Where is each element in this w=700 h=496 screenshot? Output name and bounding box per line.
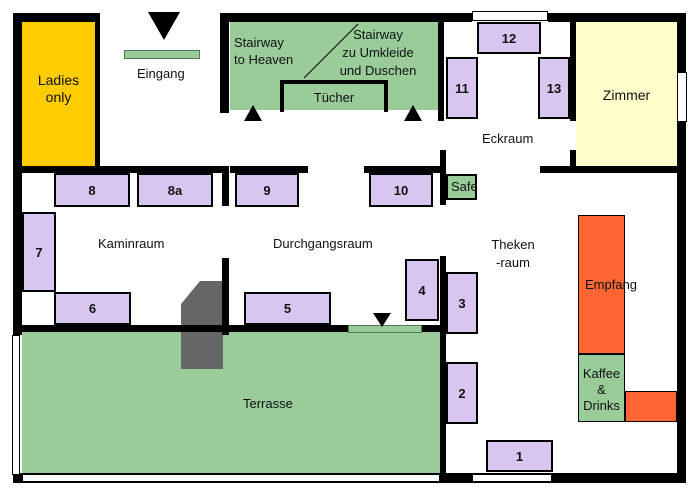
locker-6[interactable]: 6 xyxy=(54,292,131,325)
window-top xyxy=(472,11,548,21)
window-bottom xyxy=(22,474,440,482)
locker-3[interactable]: 3 xyxy=(446,272,478,334)
stair-right-arrow-icon xyxy=(404,105,422,121)
locker-11[interactable]: 11 xyxy=(446,57,478,119)
stairway-heaven-label: Stairway to Heaven xyxy=(234,35,294,67)
window-right xyxy=(677,72,687,122)
window-left-lower xyxy=(12,335,20,475)
locker-4[interactable]: 4 xyxy=(405,259,439,321)
empfang-label: Empfang xyxy=(585,277,638,292)
outer-wall-top-right xyxy=(548,13,686,22)
wall-stairs-right xyxy=(438,13,444,121)
wall-kamin-durchgang-bottom xyxy=(222,258,229,335)
terrasse-arrow-icon xyxy=(373,313,391,327)
wall-ladies-right xyxy=(95,13,100,167)
entrance-arrow-icon xyxy=(148,12,180,40)
stairway-area xyxy=(230,22,438,110)
ladies-room xyxy=(22,22,95,167)
locker-9[interactable]: 9 xyxy=(235,173,299,207)
locker-8[interactable]: 8 xyxy=(54,173,130,207)
safe-label: Safe xyxy=(451,179,478,194)
zimmer-room xyxy=(576,22,677,167)
wall-upper-right xyxy=(364,166,444,173)
wall-upper-mid xyxy=(230,166,308,173)
wall-zimmer-left-low xyxy=(570,150,576,170)
durchgangsraum-label: Durchgangsraum xyxy=(273,236,373,251)
locker-1[interactable]: 1 xyxy=(486,440,553,472)
wall-stairs-left xyxy=(220,13,229,113)
terrasse-area xyxy=(22,331,440,473)
outer-wall-top-left xyxy=(13,13,99,22)
entrance-door[interactable] xyxy=(124,50,200,59)
wall-terrasse-top-right xyxy=(422,325,444,332)
window-bottom-right xyxy=(472,474,552,482)
safe-box xyxy=(446,174,477,200)
stair-left-arrow-icon xyxy=(244,105,262,121)
tuecher-box xyxy=(280,80,388,112)
locker-7[interactable]: 7 xyxy=(22,212,56,292)
wall-zimmer-left xyxy=(570,13,576,121)
locker-2[interactable]: 2 xyxy=(446,362,478,424)
outer-wall-right xyxy=(677,13,686,483)
eckraum-label: Eckraum xyxy=(482,131,534,146)
terrasse-door[interactable] xyxy=(348,325,422,333)
wall-theken-left-bottom xyxy=(440,256,446,473)
kaminraum-label: Kaminraum xyxy=(98,236,165,251)
locker-5[interactable]: 5 xyxy=(244,292,331,325)
locker-8a[interactable]: 8a xyxy=(137,173,213,207)
wall-terrasse-top xyxy=(13,325,348,332)
empfang-counter-extension xyxy=(625,391,677,422)
ladies-label: Ladies only xyxy=(37,72,80,105)
wall-theken-left-top xyxy=(440,150,446,205)
locker-10[interactable]: 10 xyxy=(369,173,433,207)
zimmer-label: Zimmer xyxy=(602,87,651,103)
stairway-divider xyxy=(303,23,359,79)
kaffee-label: Kaffee & Drinks xyxy=(582,366,621,413)
stairway-umkleide-label: Stairway zu Umkleide und Duschen xyxy=(339,27,417,78)
wall-upper-left xyxy=(13,166,223,173)
empfang-counter xyxy=(578,215,625,354)
tuecher-label: Tücher xyxy=(313,90,355,105)
locker-13[interactable]: 13 xyxy=(538,57,570,119)
wall-upper-far-right xyxy=(540,166,686,173)
kaffee-drinks-counter xyxy=(578,354,625,422)
eingang-label: Eingang xyxy=(137,66,185,81)
outer-wall-left xyxy=(13,13,22,335)
outer-wall-top-mid xyxy=(220,13,472,22)
thekenraum-label: Theken -raum xyxy=(491,237,535,270)
locker-12[interactable]: 12 xyxy=(477,22,541,54)
terrasse-label: Terrasse xyxy=(243,396,293,411)
wall-kamin-durchgang-top xyxy=(222,166,229,206)
